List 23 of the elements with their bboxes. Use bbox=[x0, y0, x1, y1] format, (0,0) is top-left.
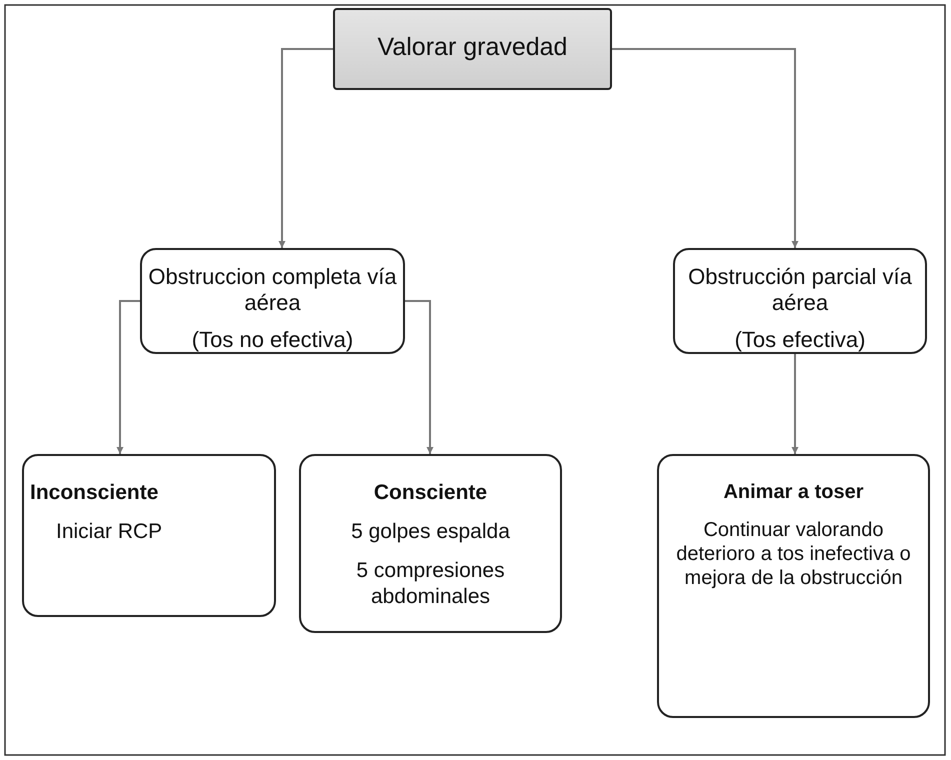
header-box bbox=[333, 8, 612, 90]
process-box bbox=[140, 248, 405, 354]
arrow bbox=[792, 354, 798, 454]
arrow bbox=[405, 300, 434, 454]
node-text: (Tos no efectiva) bbox=[192, 326, 354, 354]
process-box bbox=[22, 454, 276, 617]
process-box bbox=[299, 454, 562, 633]
node-text: Continuar valorando deterioro a tos inefectiva o mejora de la obstrucción bbox=[675, 518, 912, 590]
arrow bbox=[612, 48, 798, 248]
node-text: Valorar gravedad bbox=[378, 32, 568, 62]
node-text: Obstrucción parcial vía aérea bbox=[687, 264, 913, 317]
node-text: (Tos efectiva) bbox=[734, 326, 866, 354]
node-text: Obstruccion completa vía aérea bbox=[148, 264, 397, 317]
process-box bbox=[673, 248, 927, 354]
node-text: 5 compresiones abdominales bbox=[355, 558, 506, 609]
node-text: Iniciar RCP bbox=[55, 519, 162, 544]
node-text: 5 golpes espalda bbox=[351, 519, 510, 544]
arrow bbox=[278, 48, 333, 248]
heading-text: Inconsciente bbox=[30, 480, 158, 506]
heading-text: Animar a toser bbox=[723, 480, 864, 504]
process-box bbox=[657, 454, 930, 718]
arrow bbox=[116, 300, 140, 454]
heading-text: Consciente bbox=[374, 480, 488, 506]
